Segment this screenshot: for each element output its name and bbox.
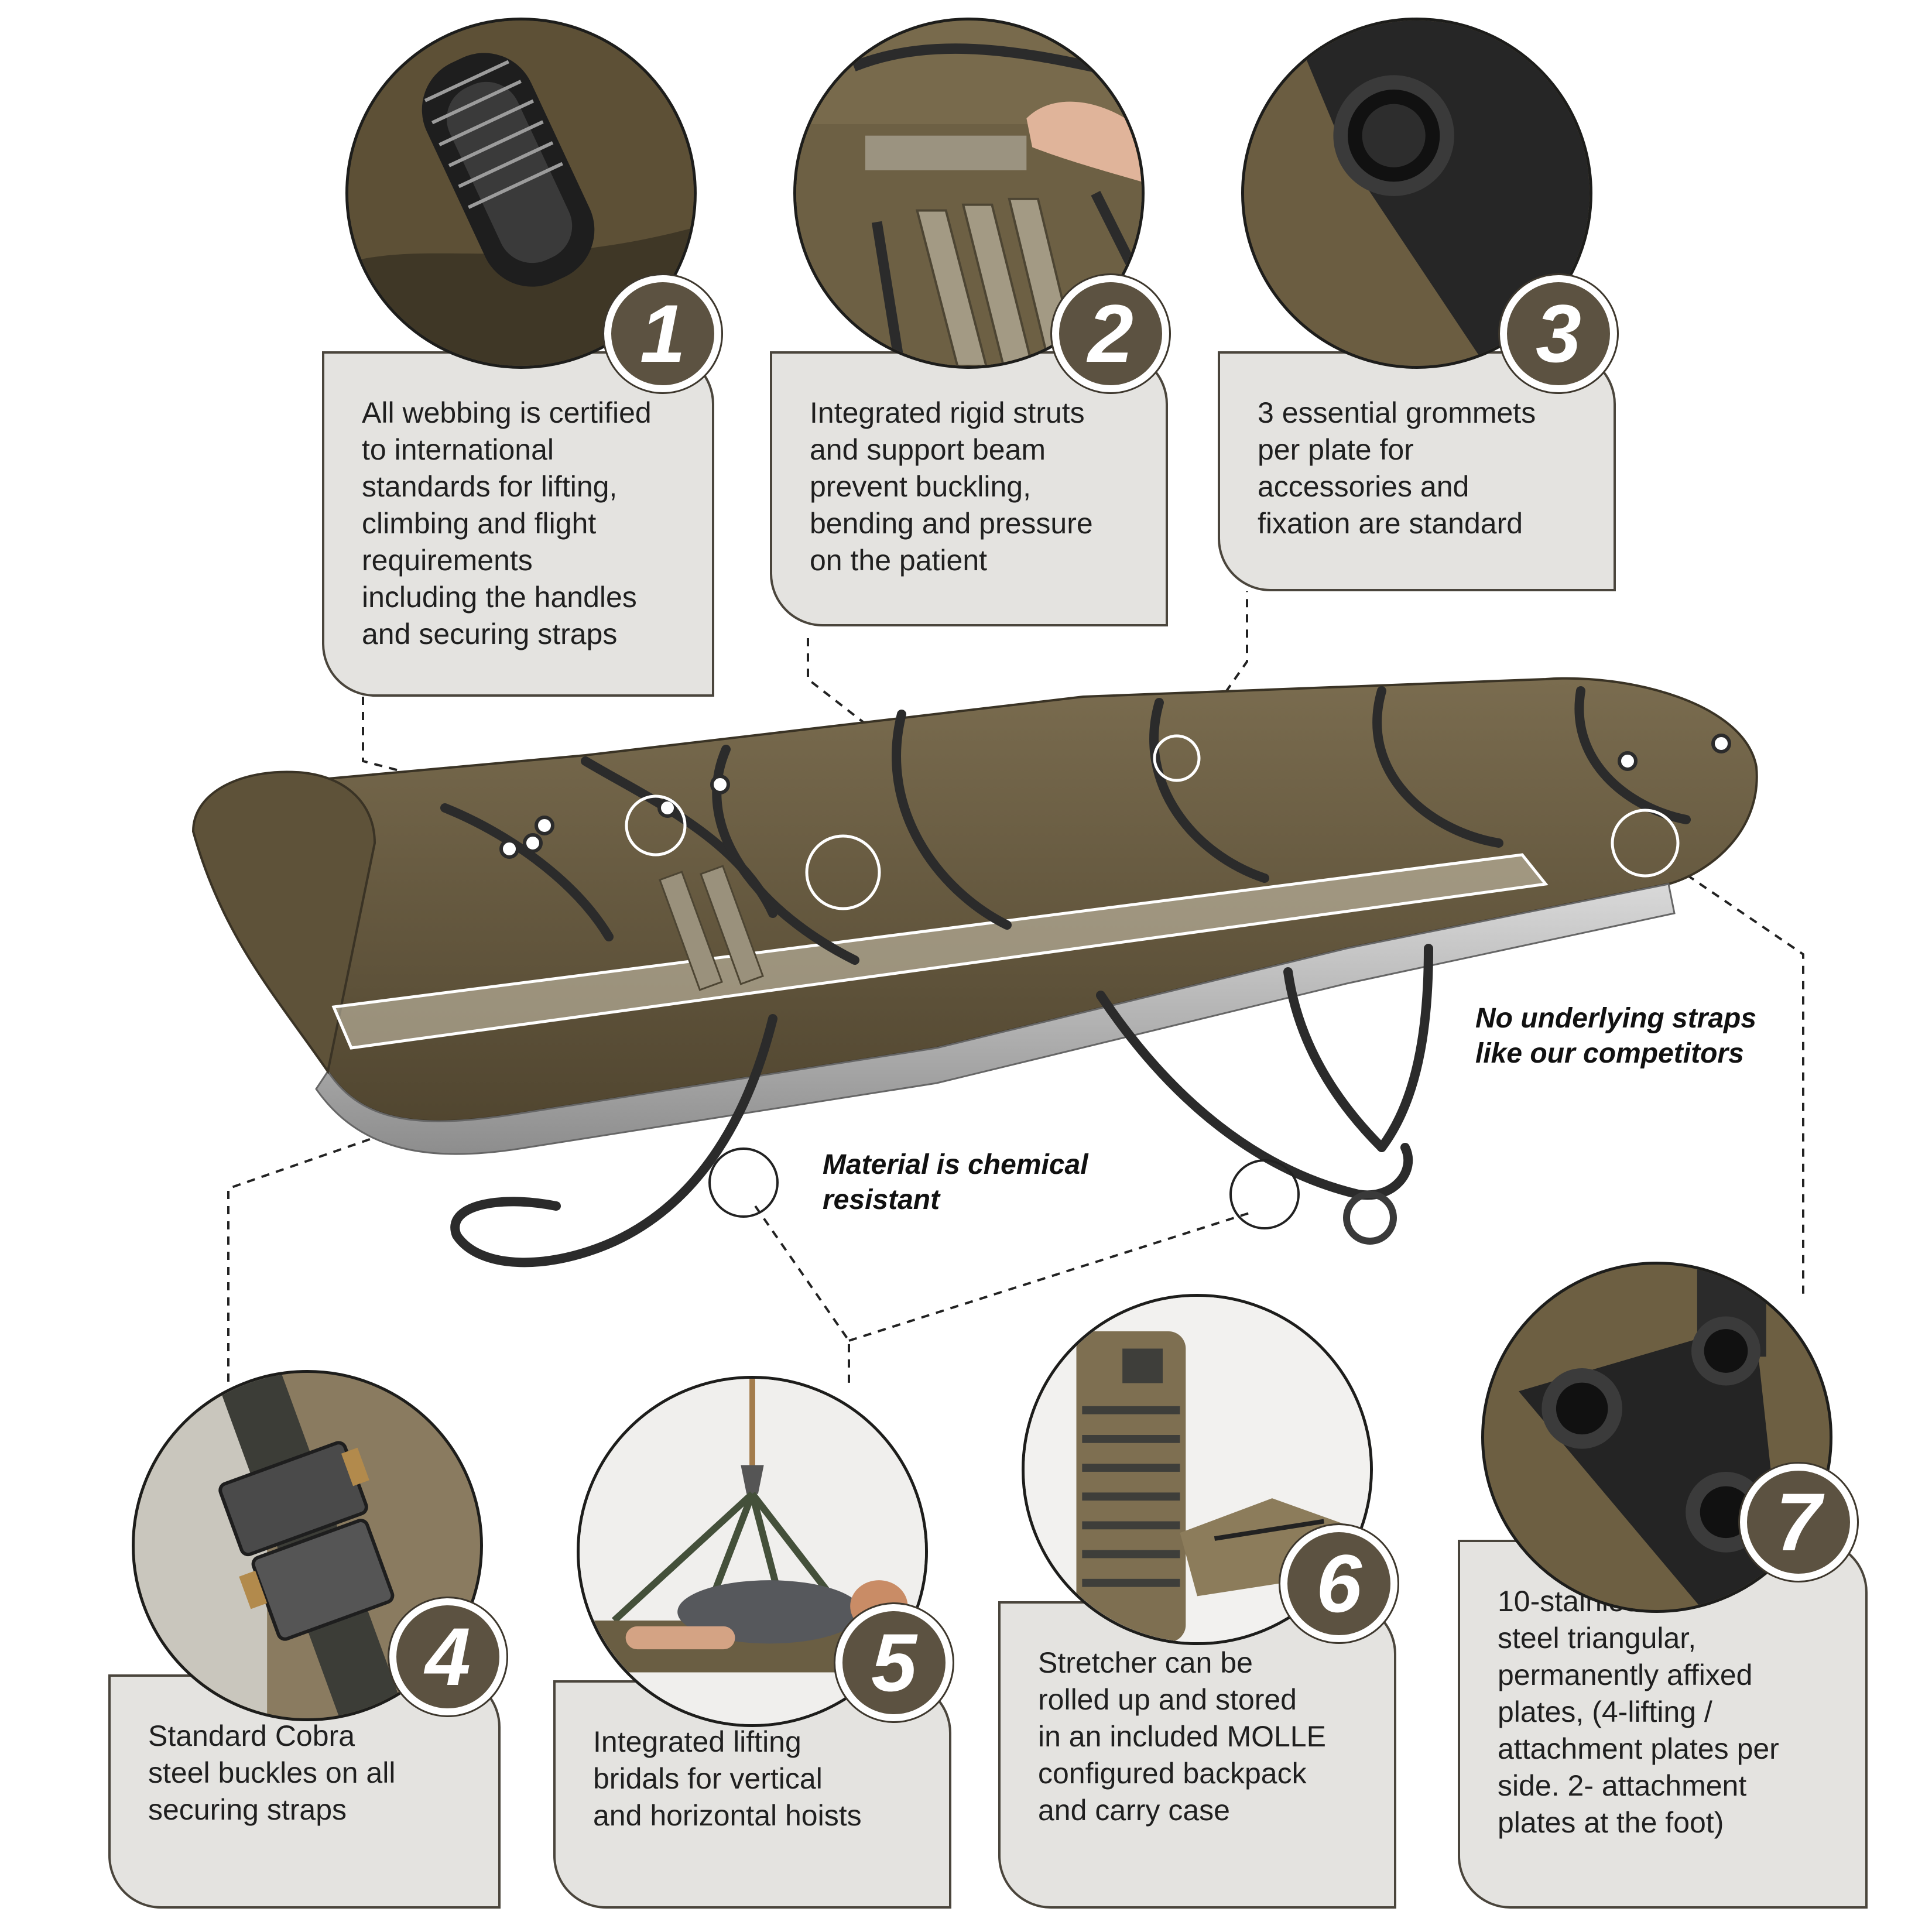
feature-6-number-badge: 6 [1280, 1525, 1397, 1642]
feature-5-number-badge: 5 [835, 1604, 953, 1721]
feature-2-number-badge: 2 [1052, 275, 1169, 392]
feature-1-description: All webbing is certified to internationa… [322, 351, 714, 697]
no-underlying-straps-note: No underlying straps like our competitor… [1475, 1003, 1757, 1069]
feature-3-number-badge: 3 [1500, 275, 1617, 392]
feature-6-description: Stretcher can be rolled up and stored in… [998, 1601, 1396, 1909]
feature-7-number-badge: 7 [1740, 1464, 1857, 1581]
feature-1-number-badge: 1 [604, 275, 721, 392]
feature-4-number-badge: 4 [389, 1598, 506, 1715]
chemical-resistant-note: Material is chemical resistant [823, 1149, 1088, 1215]
triangle-plate-icon [1481, 1262, 1832, 1613]
webbing-loop-icon [345, 18, 697, 369]
grommet-icon [1241, 18, 1592, 369]
feature-2-description: Integrated rigid struts and support beam… [770, 351, 1168, 626]
